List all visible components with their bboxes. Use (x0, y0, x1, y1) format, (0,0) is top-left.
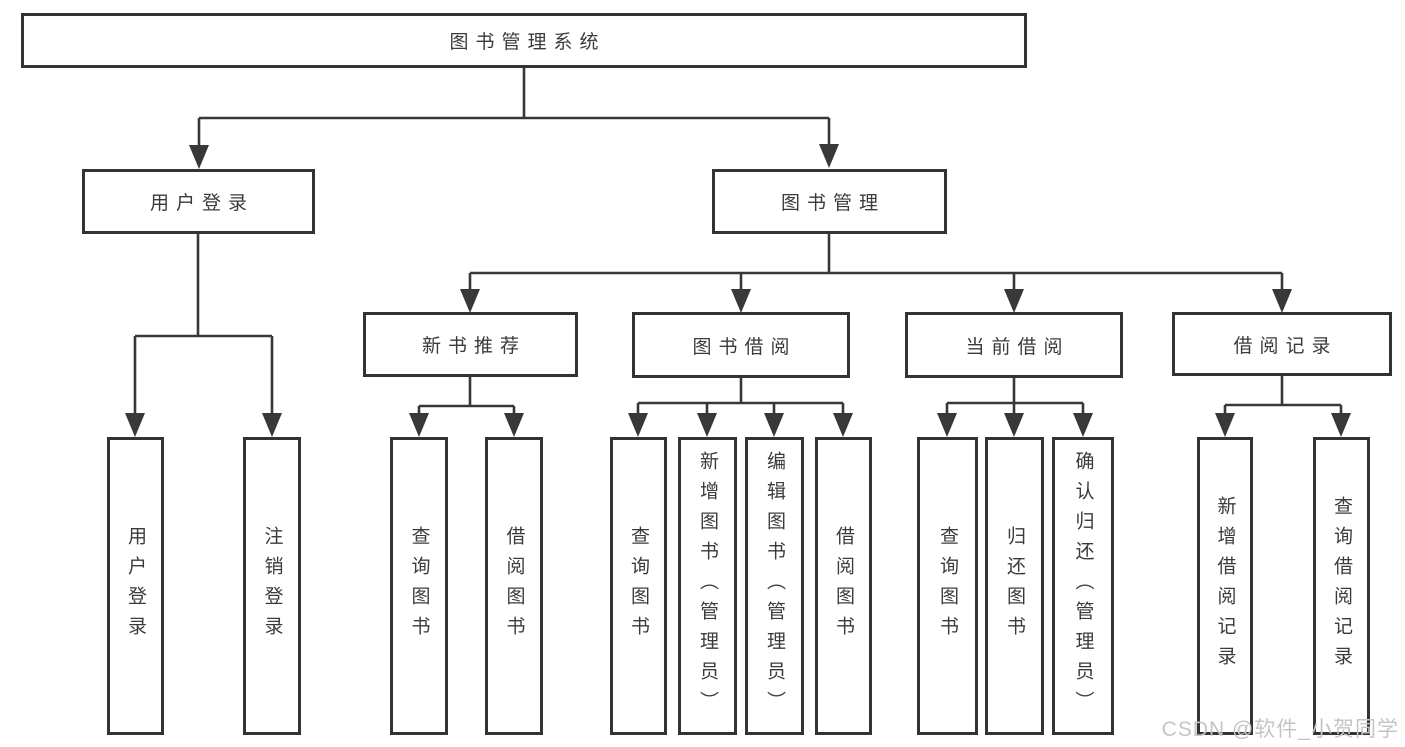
edge-borrow-records-to-leaves (1215, 376, 1351, 437)
edge-book-mgmt-to-level3 (460, 234, 1292, 313)
node-leaf-user-login: 用户登录 (107, 437, 164, 735)
node-leaf-add-record-label: 新增借阅记录 (1214, 496, 1236, 676)
node-leaf-confirm-return-label: 确认归还（管理员） (1072, 451, 1094, 721)
node-current-borrow-label: 当前借阅 (965, 336, 1070, 358)
node-leaf-query-record-label: 查询借阅记录 (1331, 496, 1352, 676)
node-leaf-borrow-book-label: 借阅图书 (833, 526, 854, 646)
node-leaf-return-book-label: 归还图书 (1004, 526, 1025, 646)
edge-root-to-level2 (189, 68, 839, 169)
node-leaf-query-book-rec-label: 查询图书 (408, 526, 430, 646)
edge-user-login-to-leaves (125, 234, 282, 437)
edge-book-borrow-to-leaves (628, 378, 853, 437)
node-borrow-records: 借阅记录 (1172, 312, 1392, 376)
node-leaf-logout-label: 注销登录 (261, 526, 283, 646)
node-leaf-user-login-label: 用户登录 (125, 526, 146, 646)
node-leaf-borrow-book-rec-label: 借阅图书 (503, 526, 525, 646)
node-root-label: 图书管理系统 (449, 32, 606, 53)
node-leaf-query-record: 查询借阅记录 (1313, 437, 1370, 735)
node-leaf-confirm-return: 确认归还（管理员） (1052, 437, 1114, 735)
node-leaf-borrow-book: 借阅图书 (815, 437, 872, 735)
node-book-mgmt-label: 图书管理 (780, 193, 885, 214)
node-leaf-query-book-current: 查询图书 (917, 437, 978, 735)
node-leaf-add-book: 新增图书（管理员） (678, 437, 737, 735)
node-leaf-add-book-label: 新增图书（管理员） (697, 451, 718, 721)
node-leaf-query-book-borrow: 查询图书 (610, 437, 667, 735)
edge-current-borrow-to-leaves (937, 378, 1093, 437)
node-leaf-borrow-book-rec: 借阅图书 (485, 437, 543, 735)
node-leaf-add-record: 新增借阅记录 (1197, 437, 1253, 735)
node-leaf-query-book-borrow-label: 查询图书 (628, 526, 649, 646)
node-borrow-records-label: 借阅记录 (1233, 335, 1338, 357)
node-leaf-edit-book: 编辑图书（管理员） (745, 437, 804, 735)
node-leaf-logout: 注销登录 (243, 437, 301, 735)
node-new-rec: 新书推荐 (363, 312, 578, 377)
node-new-rec-label: 新书推荐 (421, 336, 526, 357)
node-book-borrow-label: 图书借阅 (692, 336, 797, 358)
node-book-mgmt: 图书管理 (712, 169, 947, 234)
edge-new-rec-to-leaves (409, 377, 524, 437)
node-book-borrow: 图书借阅 (632, 312, 850, 378)
node-user-login: 用户登录 (82, 169, 315, 234)
node-leaf-return-book: 归还图书 (985, 437, 1044, 735)
node-root: 图书管理系统 (21, 13, 1027, 68)
node-user-login-label: 用户登录 (149, 193, 254, 214)
node-leaf-edit-book-label: 编辑图书（管理员） (764, 451, 785, 721)
node-leaf-query-book-rec: 查询图书 (390, 437, 448, 735)
node-leaf-query-book-current-label: 查询图书 (937, 526, 958, 646)
csdn-watermark: CSDN @软件_小贺同学 (1161, 718, 1399, 741)
node-current-borrow: 当前借阅 (905, 312, 1123, 378)
